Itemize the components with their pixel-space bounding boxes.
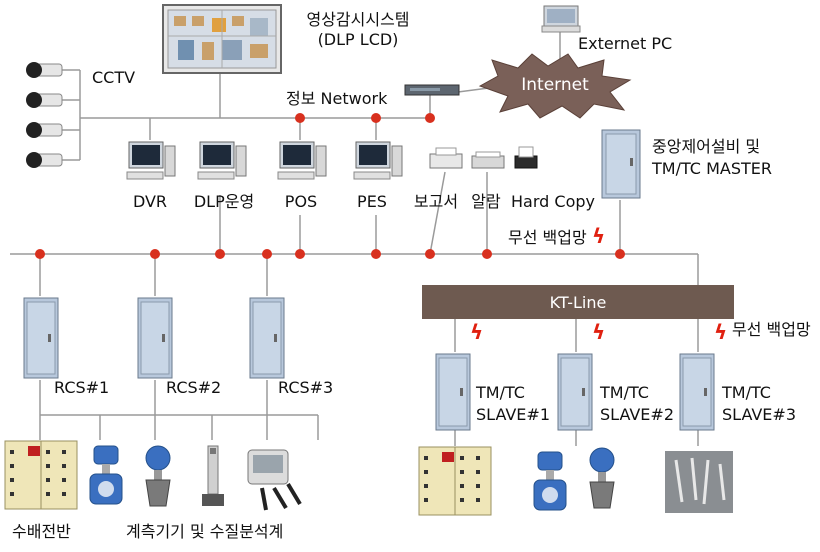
wireless-bolt-icon: ϟ: [714, 320, 728, 344]
display-wall-icon: [162, 4, 282, 74]
instruments-label: 계측기기 및 수질분석계: [126, 522, 284, 541]
hard-copy-label: Hard Copy: [511, 192, 595, 211]
workstation-icon: [277, 141, 327, 180]
display-system-label: 영상감시시스템 (DLP LCD): [306, 10, 410, 49]
cctv-camera-icon: [26, 92, 63, 108]
rcs-cabinet-icon: [249, 297, 285, 379]
dlp-op-label: DLP운영: [193, 192, 255, 211]
flow-meter-icon: [533, 451, 567, 511]
kt-line-label: KT-Line: [549, 292, 607, 312]
rcs1-label: RCS#1: [54, 378, 110, 397]
central-cabinet-icon: [601, 129, 641, 199]
kt-line-bar: KT-Line: [422, 285, 734, 319]
bus-node: [35, 249, 45, 259]
workstation-icon: [126, 141, 176, 180]
workstation-icon: [353, 141, 403, 180]
network-node: [371, 113, 381, 123]
report-label: 보고서: [413, 192, 459, 211]
alarm-label: 알람: [471, 192, 501, 211]
bus-node: [295, 249, 305, 259]
level-meter-icon: [145, 445, 171, 507]
slave-cabinet-icon: [557, 353, 593, 431]
network-node: [425, 113, 435, 123]
rcs3-label: RCS#3: [278, 378, 334, 397]
water-analyzer-icon: [247, 449, 302, 511]
cctv-camera-icon: [26, 152, 63, 168]
wireless-backup-label: 무선 백업망: [508, 228, 587, 247]
internet-cloud-icon: [478, 53, 632, 119]
bus-node: [425, 249, 435, 259]
info-network-label: 정보 Network: [286, 89, 388, 108]
slave3-label: TM/TC SLAVE#3: [722, 383, 796, 424]
slave1-label: TM/TC SLAVE#1: [476, 383, 550, 424]
bus-node: [371, 249, 381, 259]
extranet-pc-label: Externet PC: [578, 34, 673, 53]
rcs-cabinet-icon: [23, 297, 59, 379]
cctv-camera-icon: [26, 122, 63, 138]
central-control-label: 중앙제어설비 및 TM/TC MASTER: [652, 137, 772, 178]
switchboard-label: 수배전반: [12, 522, 71, 541]
alarm-printer-icon: [471, 151, 505, 169]
dvr-label: DVR: [132, 192, 168, 211]
slave2-label: TM/TC SLAVE#2: [600, 383, 674, 424]
internet-label: Internet: [521, 75, 589, 95]
bus-node: [482, 249, 492, 259]
workstation-icon: [197, 141, 247, 180]
bus-node: [150, 249, 160, 259]
bus-node: [215, 249, 225, 259]
bus-node: [262, 249, 272, 259]
pes-label: PES: [357, 192, 387, 211]
wireless-backup-label-2: 무선 백업망: [732, 320, 811, 339]
pos-label: POS: [284, 192, 318, 211]
flow-meter-icon: [89, 445, 123, 505]
switchboard-icon: [418, 446, 492, 516]
analyzer-probe-icon: [202, 445, 224, 506]
slave-cabinet-icon: [435, 353, 471, 431]
sensor-set-icon: [665, 451, 733, 513]
cctv-label: CCTV: [92, 68, 136, 87]
printer-icon: [429, 147, 463, 169]
network-node: [295, 113, 305, 123]
slave-cabinet-icon: [679, 353, 715, 431]
wireless-bolt-icon: ϟ: [470, 320, 484, 344]
hard-copy-printer-icon: [514, 146, 538, 169]
rcs-cabinet-icon: [137, 297, 173, 379]
level-meter-icon: [589, 447, 615, 509]
network-switch-icon: [404, 84, 460, 96]
wireless-bolt-icon: ϟ: [592, 224, 606, 248]
pc-icon: [541, 5, 581, 33]
switchboard-icon: [4, 440, 78, 510]
rcs2-label: RCS#2: [166, 378, 222, 397]
cctv-camera-icon: [26, 62, 63, 78]
wireless-bolt-icon: ϟ: [592, 320, 606, 344]
bus-node: [615, 249, 625, 259]
